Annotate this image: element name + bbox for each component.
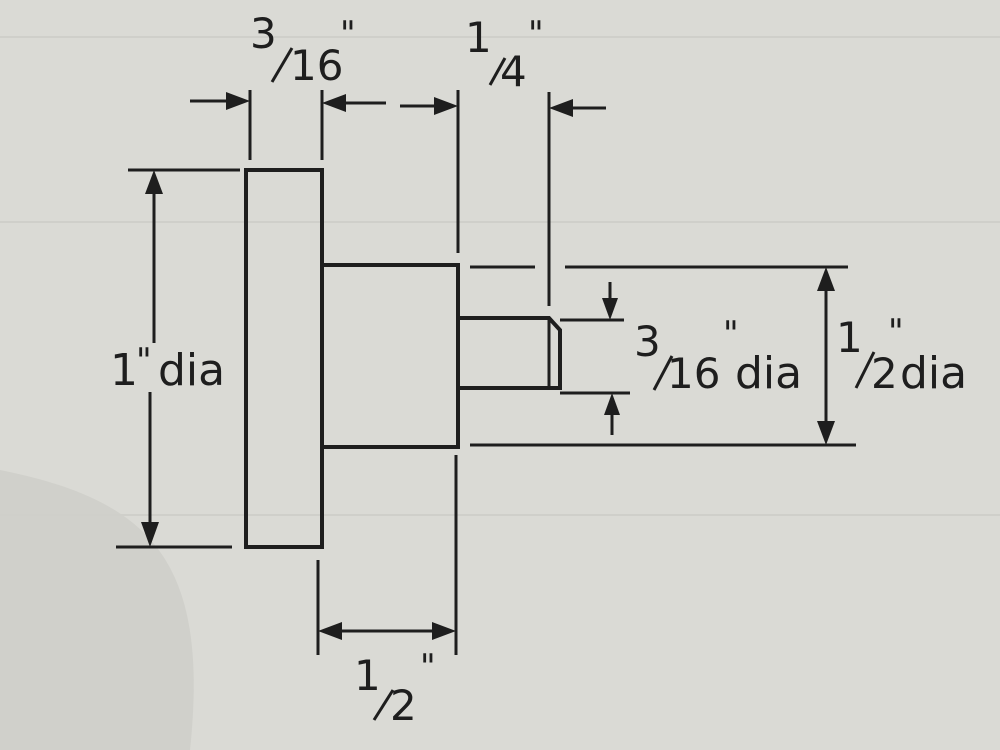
hub-diameter-denominator: 2: [871, 349, 898, 398]
hub-diameter-numerator: 1: [836, 313, 863, 362]
hub-diameter-top-arrow: [817, 267, 835, 291]
hub-length-right-arrow: [432, 622, 456, 640]
hub-diameter-fraction-slash: [854, 351, 876, 389]
hub-diameter-suffix: dia: [900, 348, 967, 399]
flange-thickness-unit: ": [340, 14, 356, 54]
pin-length-left-arrow: [434, 97, 458, 115]
hub-length-left-arrow: [318, 622, 342, 640]
part-outline: [244, 168, 562, 549]
flange-thickness-denominator: 16: [290, 41, 343, 90]
hub-length-numerator: 1: [354, 651, 381, 700]
hub-length-denominator: 2: [390, 681, 417, 730]
hub-diameter-unit: ": [888, 312, 904, 352]
flange-thickness-numerator: 3: [250, 9, 277, 58]
pin-diameter-denominator: 16: [667, 349, 720, 398]
hub-length-unit: ": [420, 647, 436, 687]
hub-diameter-bottom-arrow: [817, 421, 835, 445]
flange-diameter-unit: ": [136, 341, 152, 381]
hub: [320, 263, 460, 449]
pin-length-fraction-slash: [488, 57, 507, 86]
flange-diameter-bottom-arrow: [141, 522, 159, 547]
flange-thickness-right-arrow: [322, 94, 346, 112]
pin-diameter-top-arrow: [602, 298, 618, 320]
pin-diameter-suffix: dia: [735, 348, 802, 399]
pin-diameter-fraction-slash: [652, 355, 674, 391]
pin-length-right-arrow: [549, 99, 573, 117]
flange-diameter-top-arrow: [145, 170, 163, 194]
paper-shadow: [0, 470, 194, 750]
flange-thickness-fraction-slash: [270, 47, 294, 83]
pin-length-unit: ": [528, 14, 544, 54]
flange-diameter-number: 1: [110, 345, 138, 396]
flange-thickness-left-arrow: [226, 92, 250, 110]
flange-diameter-suffix: dia: [158, 345, 225, 396]
extension-lines: [116, 90, 856, 655]
pin-length-numerator: 1: [465, 13, 492, 62]
hub-length-fraction-slash: [372, 689, 395, 721]
pin: [458, 316, 562, 390]
dimension-lines: [141, 92, 835, 640]
pin-diameter-bottom-arrow: [604, 393, 620, 415]
pin-length-denominator: 4: [500, 47, 527, 96]
dimension-labels: 3 16 " 1 4 " 1 " dia 3 16 " dia 1 2 " di…: [110, 9, 967, 730]
pin-diameter-numerator: 3: [634, 317, 661, 366]
pin-diameter-unit: ": [723, 314, 739, 354]
